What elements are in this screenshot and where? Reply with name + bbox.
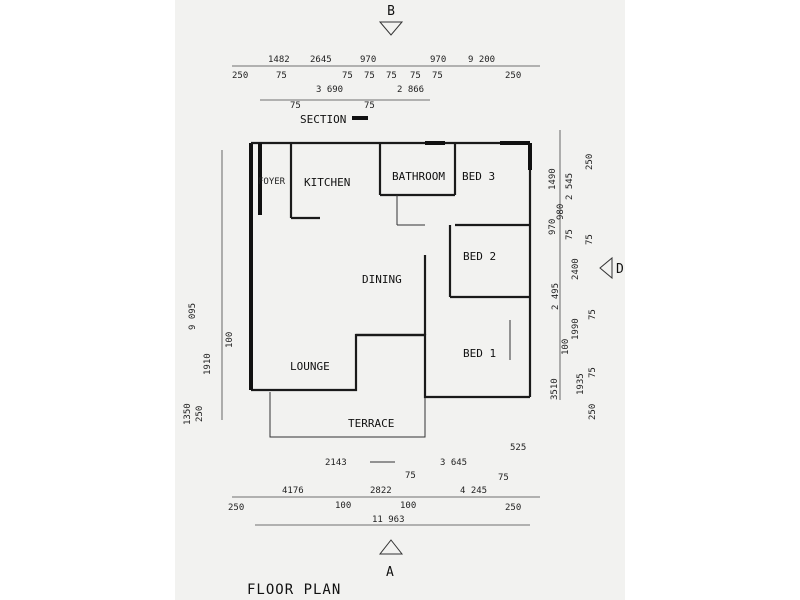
left-dimensions: 9 095 100 1910 1350 250 [183, 303, 235, 425]
dim-top-75b: 75 [342, 71, 353, 81]
dim-bottom-4176: 4176 [282, 486, 304, 496]
dim-right-1490: 1490 [548, 168, 558, 190]
dim-top-75f: 75 [432, 71, 443, 81]
drawing-title: FLOOR PLAN [247, 582, 341, 598]
marker-a-arrow [378, 539, 404, 555]
dim-bottom-100a: 100 [335, 501, 351, 511]
dim-top-75d: 75 [386, 71, 397, 81]
dim-right-2545: 2 545 [565, 173, 575, 200]
dim-bottom-75a: 75 [405, 471, 416, 481]
marker-b-label: B [387, 4, 395, 19]
dim-bottom-4245: 4 245 [460, 486, 487, 496]
dim-left-9095: 9 095 [188, 303, 198, 330]
room-bathroom: BATHROOM [392, 170, 445, 183]
dim-top-1482: 1482 [268, 55, 290, 65]
dim-top-970a: 970 [360, 55, 376, 65]
dim-top-970b: 970 [430, 55, 446, 65]
dim-right-75b: 75 [585, 234, 595, 245]
dim-right-75a: 75 [565, 229, 575, 240]
dim-left-100: 100 [225, 332, 235, 348]
dim-right-980: 980 [556, 204, 566, 220]
dim-right-75c: 75 [588, 309, 598, 320]
dim-bottom-250-left: 250 [228, 503, 244, 513]
dim-bottom-250-right: 250 [505, 503, 521, 513]
marker-b-arrow [378, 21, 404, 36]
dim-right-250b: 250 [588, 404, 598, 420]
dim-left-1350: 1350 [183, 403, 193, 425]
dim-top-3690: 3 690 [316, 85, 343, 95]
room-kitchen: KITCHEN [304, 176, 350, 189]
dim-top-250-right: 250 [505, 71, 521, 81]
marker-d-label: D [616, 262, 624, 277]
dim-top-75h: 75 [364, 101, 375, 111]
dim-top-250-left: 250 [232, 71, 248, 81]
dim-right-250a: 250 [585, 154, 595, 170]
right-dimensions: 250 1490 2 545 970 980 75 75 2400 2 495 … [548, 154, 598, 420]
dim-bottom-3645: 3 645 [440, 458, 467, 468]
room-bed2: BED 2 [463, 250, 496, 263]
dim-bottom-total: 11 963 [372, 515, 405, 525]
dim-bottom-100b: 100 [400, 501, 416, 511]
marker-d-arrow [599, 256, 613, 280]
dim-top-2645: 2645 [310, 55, 332, 65]
dim-right-970: 970 [548, 219, 558, 235]
terrace-outline [269, 392, 426, 438]
dim-right-2495: 2 495 [551, 283, 561, 310]
dim-right-1990: 1990 [571, 318, 581, 340]
dim-left-1910: 1910 [203, 353, 213, 375]
dim-right-100: 100 [561, 339, 571, 355]
dim-left-250: 250 [195, 406, 205, 422]
dim-right-2400: 2400 [571, 258, 581, 280]
dim-right-75d: 75 [588, 367, 598, 378]
dim-top-75e: 75 [410, 71, 421, 81]
dim-top-2866: 2 866 [397, 85, 424, 95]
room-bed1: BED 1 [463, 347, 496, 360]
dim-right-3510: 3510 [550, 378, 560, 400]
dim-top-75a: 75 [276, 71, 287, 81]
dim-bottom-2143: 2143 [325, 458, 347, 468]
dim-bottom-525: 525 [510, 443, 526, 453]
room-dining: DINING [362, 273, 402, 286]
marker-a-label: A [386, 565, 394, 580]
dim-right-1935: 1935 [576, 373, 586, 395]
room-bed3: BED 3 [462, 170, 495, 183]
room-foyer: FOYER [258, 177, 286, 187]
dim-top-9200: 9 200 [468, 55, 495, 65]
dim-bottom-75b: 75 [498, 473, 509, 483]
dim-top-75c: 75 [364, 71, 375, 81]
dim-bottom-2822: 2822 [370, 486, 392, 496]
section-label: SECTION [300, 113, 346, 126]
room-terrace: TERRACE [348, 417, 394, 430]
room-lounge: LOUNGE [290, 360, 330, 373]
dim-top-75g: 75 [290, 101, 301, 111]
